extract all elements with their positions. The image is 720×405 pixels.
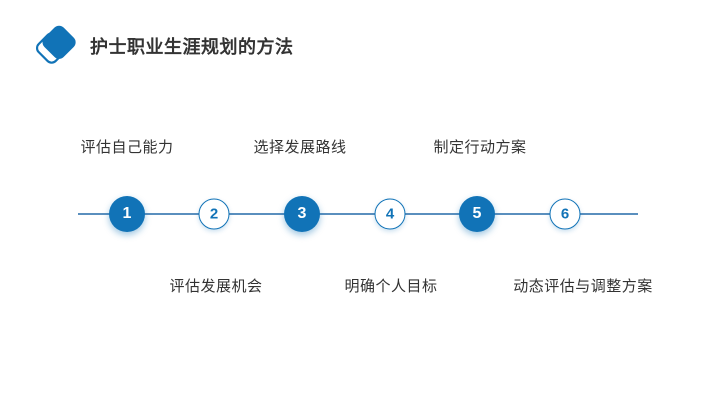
step-circle-2: 2: [198, 198, 230, 230]
step-circle-6: 6: [549, 198, 581, 230]
step-label-3: 选择发展路线: [253, 139, 347, 156]
step-label-6: 动态评估与调整方案: [513, 278, 653, 295]
step-label-5: 制定行动方案: [433, 139, 527, 156]
timeline-line: [78, 213, 638, 215]
step-circle-5: 5: [459, 196, 495, 232]
step-circle-1: 1: [109, 196, 145, 232]
slide-header: 护士职业生涯规划的方法: [32, 22, 294, 70]
step-label-1: 评估自己能力: [80, 139, 174, 156]
step-label-4: 明确个人目标: [344, 278, 438, 295]
step-circle-3: 3: [284, 196, 320, 232]
step-label-2: 评估发展机会: [169, 278, 263, 295]
step-circle-4: 4: [374, 198, 406, 230]
diamond-icon: [35, 25, 76, 64]
page-title: 护士职业生涯规划的方法: [90, 37, 294, 57]
